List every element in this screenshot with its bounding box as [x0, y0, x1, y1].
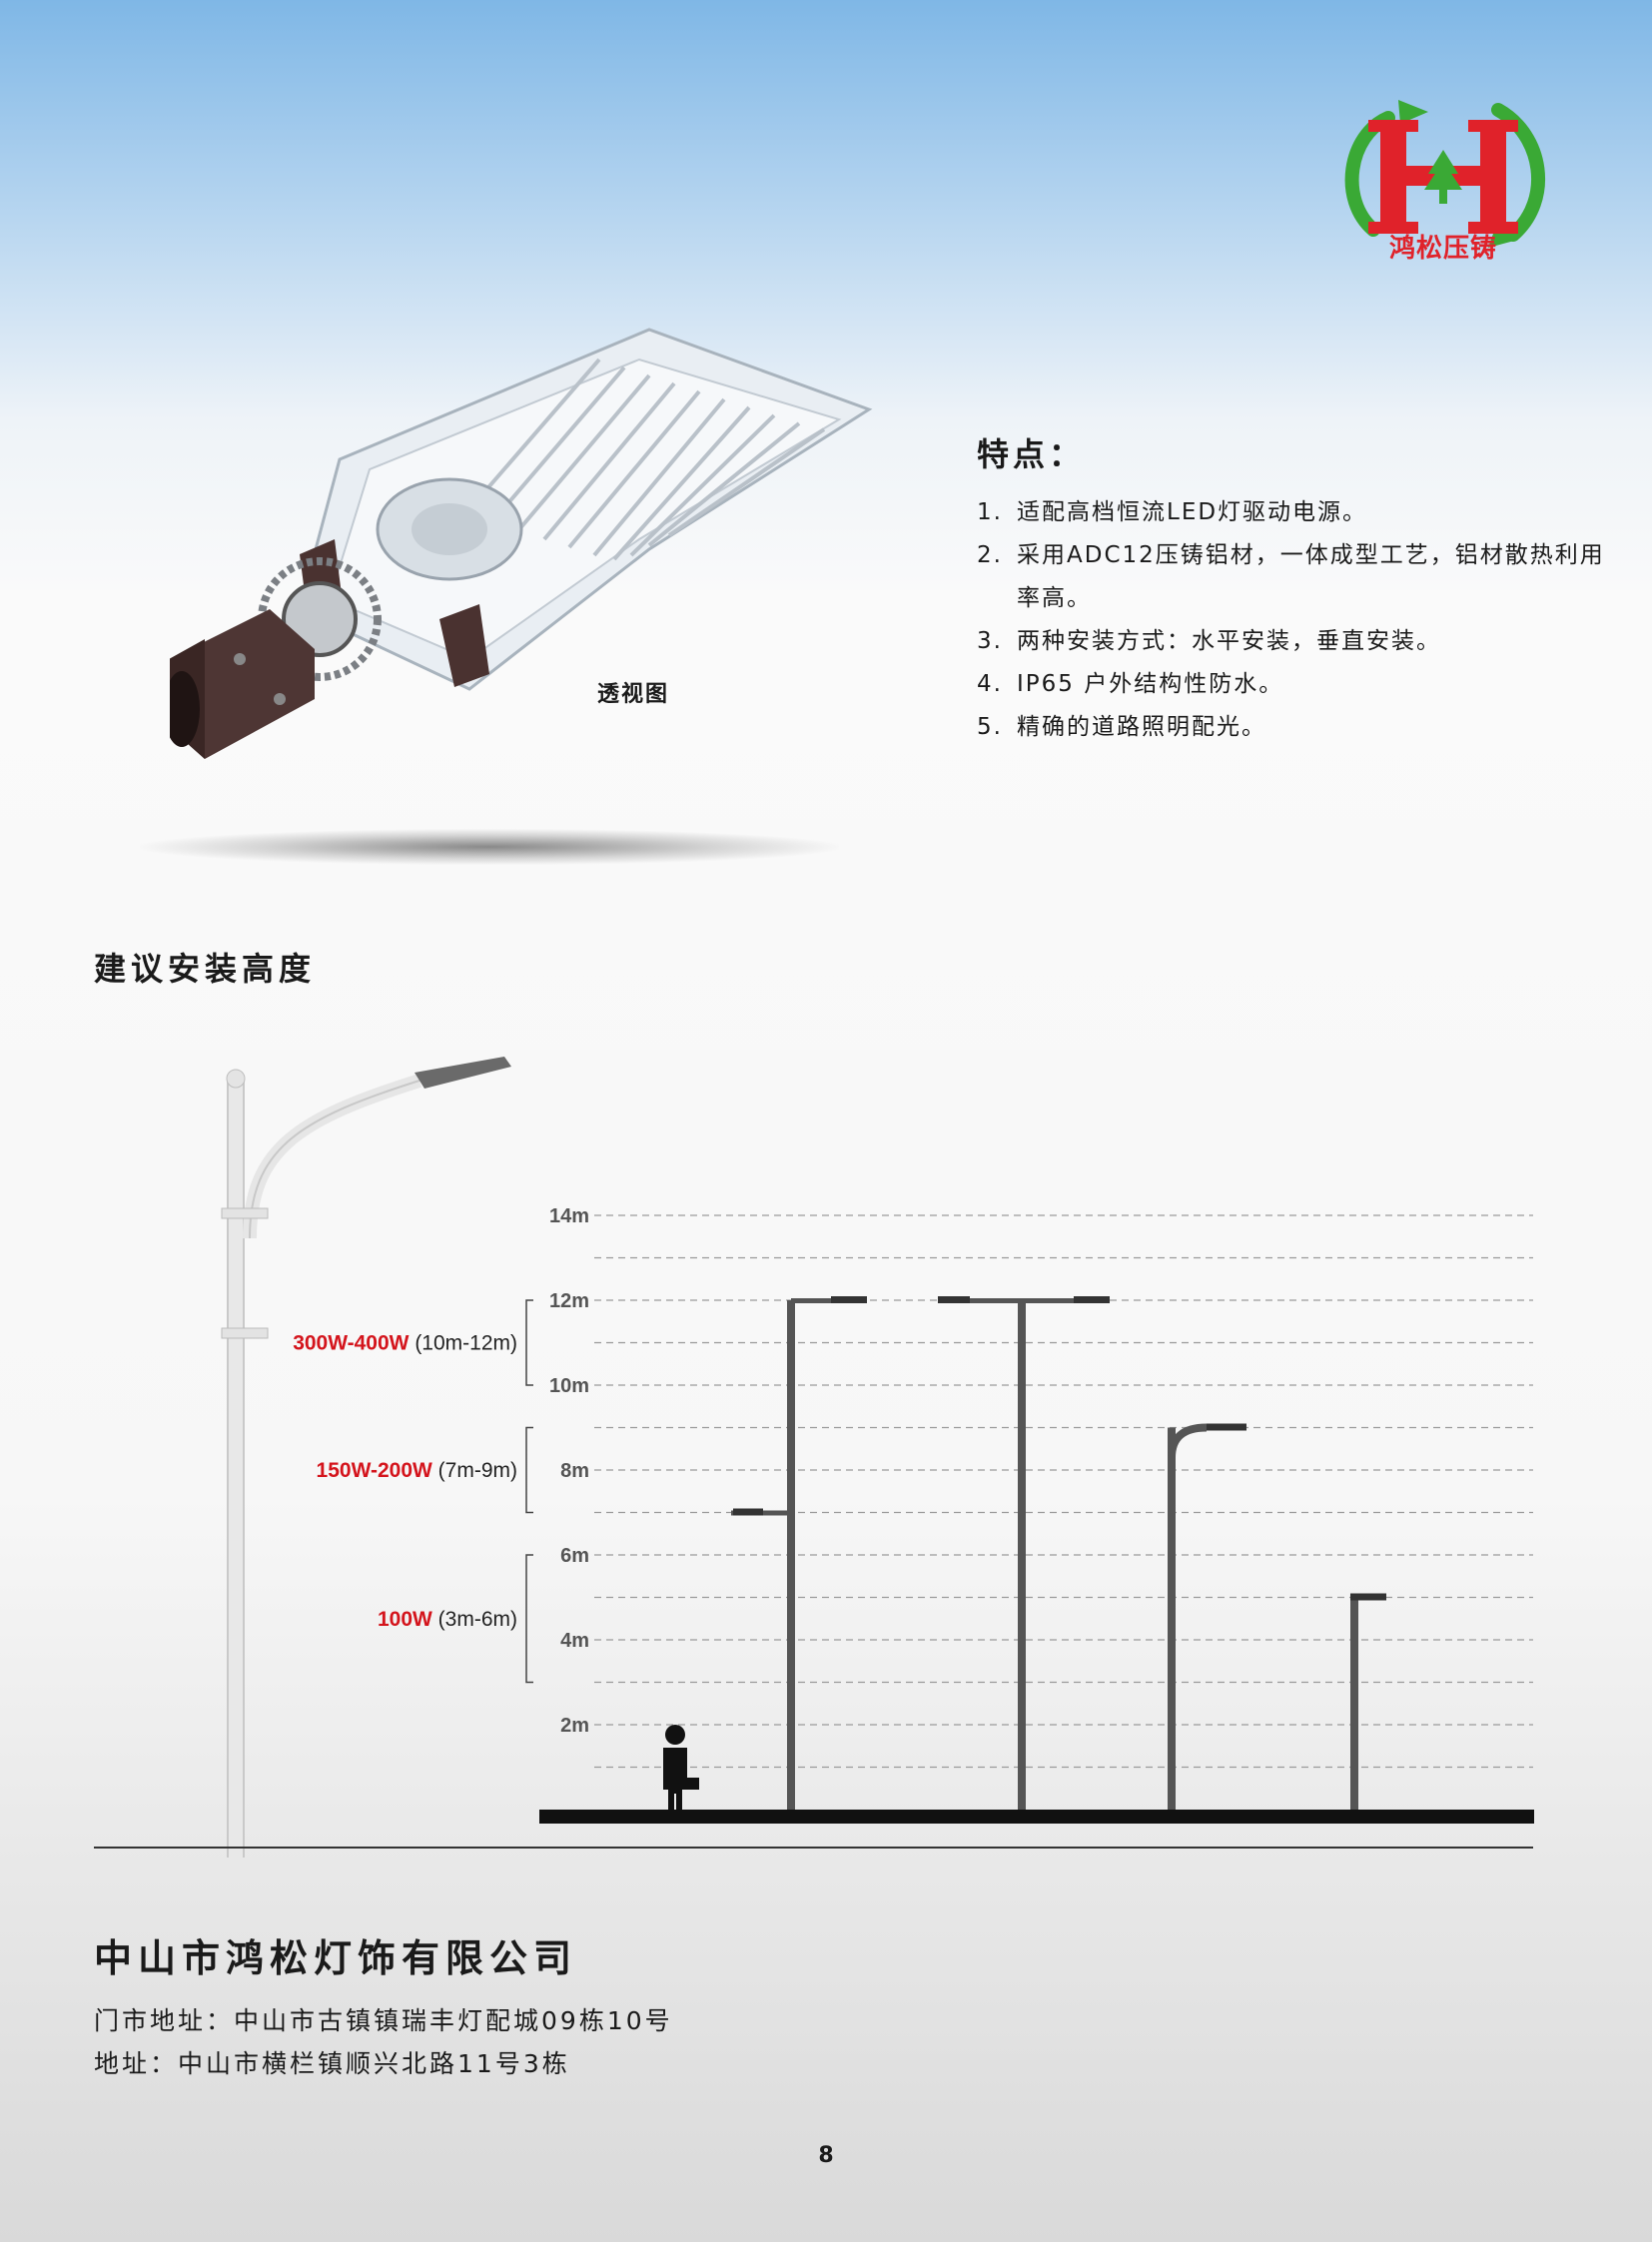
- factory-address: 地址：中山市横栏镇顺兴北路11号3栋: [94, 2049, 570, 2078]
- sample-street-light: [221, 1057, 511, 1858]
- tick-label: 6m: [560, 1545, 589, 1567]
- range-power: 150W-200W: [317, 1459, 438, 1482]
- tick-label: 12m: [549, 1290, 589, 1312]
- range-bracket: [525, 1426, 533, 1514]
- product-caption: 透视图: [597, 682, 670, 707]
- company-name: 中山市鸿松灯饰有限公司: [94, 1936, 578, 1980]
- tick-label: 8m: [560, 1460, 589, 1482]
- pole-arm: [1168, 1423, 1208, 1458]
- tick-label: 10m: [549, 1375, 589, 1397]
- store-address: 门市地址：中山市古镇镇瑞丰灯配城09栋10号: [94, 2006, 673, 2035]
- pole-arm: [791, 1298, 841, 1303]
- pole-arm: [942, 1298, 1102, 1303]
- range-label: 100W (3m-6m): [378, 1608, 517, 1631]
- pole: [787, 1300, 795, 1820]
- product-shadow: [140, 829, 839, 865]
- logo-text: 鸿松压铸: [1388, 234, 1497, 264]
- lamp-head: [733, 1508, 763, 1516]
- pole: [1018, 1300, 1026, 1820]
- tick-label: 4m: [560, 1630, 589, 1652]
- pole: [1168, 1427, 1176, 1820]
- ground: [539, 1810, 1534, 1824]
- feature-item: 5.精确的道路照明配光。: [977, 714, 1266, 740]
- lamp-head: [1207, 1423, 1246, 1431]
- pole-mount: [170, 557, 382, 759]
- range-label: 300W-400W (10m-12m): [293, 1332, 517, 1355]
- range-label: 150W-200W (7m-9m): [317, 1459, 517, 1482]
- range-height: (10m-12m): [414, 1332, 517, 1355]
- section-title: 建议安装高度: [94, 950, 317, 988]
- street-light-image: [170, 328, 873, 759]
- features-title: 特点：: [977, 435, 1086, 473]
- feature-item: 2.采用ADC12压铸铝材，一体成型工艺，铝材散热利用率高。: [977, 542, 1605, 611]
- tick-label: 14m: [549, 1205, 589, 1227]
- range-power: 300W-400W: [293, 1332, 414, 1355]
- page-number: 8: [818, 2143, 834, 2168]
- features-list: 1.适配高档恒流LED灯驱动电源。 2.采用ADC12压铸铝材，一体成型工艺，铝…: [977, 491, 1616, 749]
- feature-item: 4.IP65 户外结构性防水。: [977, 671, 1284, 697]
- light-housing: [298, 328, 873, 691]
- range-bracket: [525, 1299, 533, 1386]
- range-height: (3m-6m): [438, 1608, 517, 1631]
- feature-item: 3.两种安装方式：水平安装，垂直安装。: [977, 628, 1441, 654]
- lamp-head: [1350, 1593, 1386, 1601]
- person-silhouette: [663, 1725, 699, 1824]
- range-power: 100W: [378, 1608, 438, 1631]
- lamp-head: [938, 1296, 970, 1303]
- range-height: (7m-9m): [438, 1459, 517, 1482]
- feature-item: 1.适配高档恒流LED灯驱动电源。: [977, 499, 1368, 525]
- install-height-diagram: 2m 4m 6m 8m 10m 12m 14m 300W-400W (10m-12m) 150…: [94, 1057, 1534, 1858]
- pole: [1350, 1597, 1358, 1820]
- lamp-head: [1074, 1296, 1110, 1303]
- tick-label: 2m: [560, 1715, 589, 1737]
- company-logo: [1344, 100, 1546, 248]
- range-bracket: [525, 1554, 533, 1684]
- lamp-head: [831, 1296, 867, 1303]
